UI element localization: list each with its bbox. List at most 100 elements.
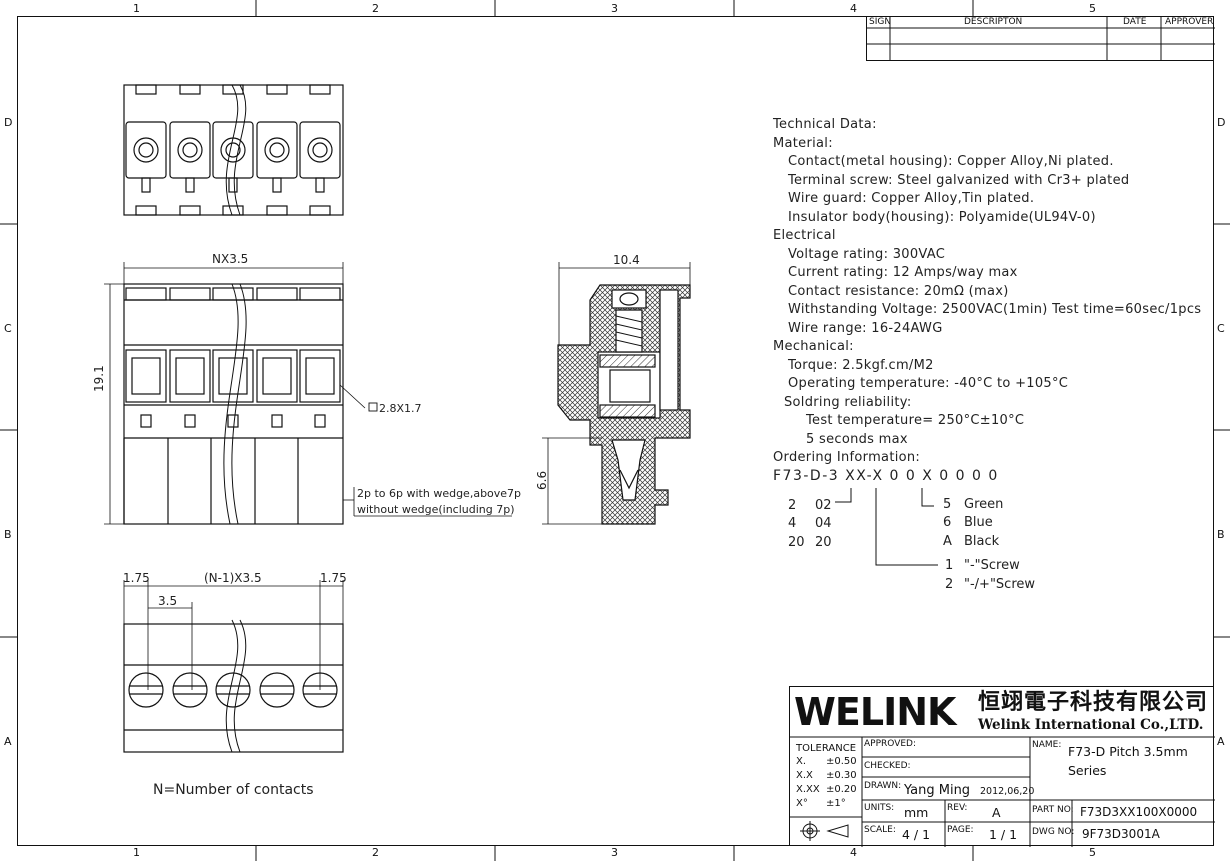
wire-entry-inner	[305, 357, 335, 395]
pin-option-code: 4	[788, 516, 797, 531]
tech-data-line: Wire guard: Copper Alloy,Tin plated.	[788, 191, 1035, 206]
name-label: NAME:	[1032, 740, 1062, 750]
dim-pitch-label: 3.5	[158, 594, 178, 608]
zone-col-5-bottom: 5	[1089, 846, 1096, 859]
zone-col-2-top: 2	[372, 2, 379, 15]
screw-hole	[128, 672, 164, 708]
screw-head	[177, 137, 203, 163]
title-block-grid	[790, 736, 1215, 847]
tolerance-value: ±0.50	[826, 756, 857, 767]
screw-option-code: 2	[945, 577, 954, 592]
zone-row-a-left: A	[4, 735, 12, 748]
bottom-tab	[266, 205, 288, 216]
top-tab	[266, 84, 288, 95]
dim-pitch-right-label: 1.75	[320, 571, 347, 585]
bottom-tab	[135, 205, 157, 216]
zone-col-4-bottom: 4	[850, 846, 857, 859]
screw-hole	[172, 672, 208, 708]
zone-col-2-bottom: 2	[372, 846, 379, 859]
zone-col-3-top: 3	[611, 2, 618, 15]
tolerance-key: X.XX	[796, 784, 820, 795]
bottom-tab	[309, 205, 331, 216]
revision-grid	[867, 16, 1215, 61]
tech-data-line: Current rating: 12 Amps/way max	[788, 265, 1018, 280]
tech-data-line: 5 seconds max	[806, 431, 908, 447]
zone-col-4-top: 4	[850, 2, 857, 15]
screw-head	[307, 137, 333, 163]
pin-option-code: 2	[788, 498, 797, 513]
name-line1: F73-D Pitch 3.5mm	[1068, 744, 1188, 759]
wire-entry	[256, 349, 298, 403]
zone-row-b-left: B	[4, 528, 12, 541]
tolerance-value: ±0.20	[826, 784, 857, 795]
screw-option-value: "-/+"Screw	[964, 577, 1036, 592]
bottom-view	[123, 580, 344, 753]
zone-row-c-left: C	[4, 322, 12, 335]
dim-pitch-mid-label: (N-1)X3.5	[204, 571, 262, 585]
dim-nx-label: NX3.5	[212, 252, 249, 266]
color-option-code: 6	[943, 515, 952, 530]
revision-table: SIGN DESCRIPTON DATE APPROVER	[866, 16, 1215, 61]
tech-data-line: Torque: 2.5kgf.cm/M2	[788, 357, 934, 373]
contact-pin	[185, 177, 195, 193]
contact-pin	[315, 177, 325, 193]
pin-option-value: 04	[815, 516, 832, 531]
screw-slot	[182, 142, 198, 158]
screw-slot	[312, 142, 328, 158]
drawn-label: DRAWN:	[864, 781, 902, 791]
pin-option-value: 02	[815, 498, 832, 513]
screw-slot	[225, 142, 241, 158]
rev-value: A	[992, 805, 1001, 820]
front-pin-window	[314, 414, 326, 428]
company-name-cn: 恒翊電子科技有限公司	[978, 689, 1209, 715]
zone-col-1-top: 1	[133, 2, 140, 15]
dwg-no-value: 9F73D3001A	[1082, 827, 1160, 841]
break-lines	[223, 84, 247, 753]
color-option-value: Green	[964, 497, 1004, 512]
screw-hole	[259, 672, 295, 708]
tech-data-line: Withstanding Voltage: 2500VAC(1min) Test…	[788, 302, 1202, 317]
tolerance-label: TOLERANCE	[796, 743, 857, 754]
zone-col-1-bottom: 1	[133, 846, 140, 859]
screw-cell	[299, 121, 341, 179]
tech-data-line: Voltage rating: 300VAC	[788, 246, 946, 262]
front-top-slot	[299, 287, 341, 301]
screw-cell	[256, 121, 298, 179]
top-view	[123, 84, 344, 216]
wire-entry-inner	[262, 357, 292, 395]
wire-entry-inner	[175, 357, 205, 395]
screw-cell	[169, 121, 211, 179]
bottom-tab	[179, 205, 201, 216]
zone-row-b-right: B	[1217, 528, 1225, 541]
technical-data: Technical Data:Material:Contact(metal ho…	[773, 116, 1213, 468]
tolerance-key: X.X	[796, 770, 813, 781]
ordering-leaders	[835, 488, 938, 566]
wire-entry-inner	[218, 357, 248, 395]
screw-slot	[269, 142, 285, 158]
wedge-note-line1: 2p to 6p with wedge,above7p	[357, 487, 522, 500]
projection-symbol	[800, 821, 849, 841]
screw-option-value: "-"Screw	[964, 558, 1020, 573]
drawing-frame	[17, 16, 1214, 846]
top-tab	[135, 84, 157, 95]
tolerance-key: X°	[796, 798, 808, 809]
scale-value: 4 / 1	[902, 827, 931, 842]
part-no-value: F73D3XX100X0000	[1080, 805, 1198, 819]
zone-row-d-left: D	[4, 116, 13, 129]
tech-data-line: Operating temperature: -40°C to +105°C	[788, 376, 1069, 391]
wire-entry-inner	[131, 357, 161, 395]
color-option-code: A	[943, 534, 952, 549]
dim-square-label: 2.8X1.7	[379, 402, 422, 415]
screw-option-code: 1	[945, 558, 954, 573]
wire-entry	[212, 349, 254, 403]
tech-data-line: Insulator body(housing): Polyamide(UL94V…	[788, 209, 1096, 225]
side-section-view	[542, 262, 691, 525]
tolerance-key: X.	[796, 756, 807, 767]
units-value: mm	[904, 805, 929, 820]
screw-hole	[215, 672, 251, 708]
scale-label: SCALE:	[864, 825, 896, 835]
name-line2: Series	[1068, 763, 1107, 778]
rev-label: REV:	[947, 803, 968, 813]
welink-logo: WELINK	[794, 690, 956, 734]
front-pin-window	[271, 414, 283, 428]
